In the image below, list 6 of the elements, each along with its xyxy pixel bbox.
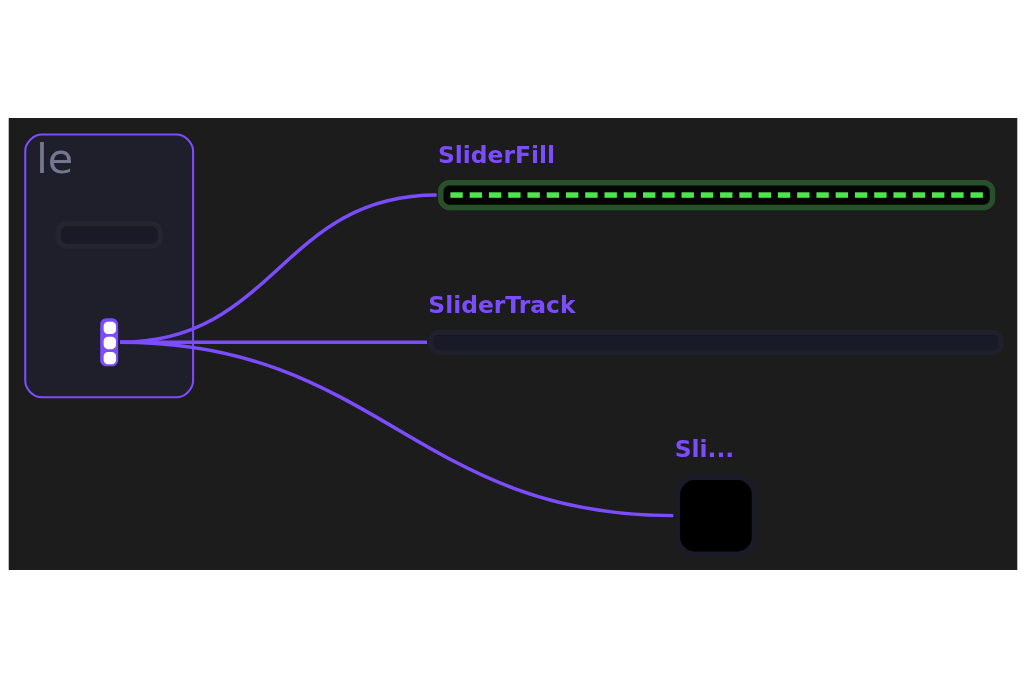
- connector: [120, 340, 674, 518]
- node-label: SliderFill: [438, 140, 555, 169]
- connector: [120, 193, 437, 344]
- cluster: le: [24, 133, 195, 399]
- node-label: SliderTrack: [428, 290, 576, 319]
- node-label: Sli...: [674, 435, 735, 464]
